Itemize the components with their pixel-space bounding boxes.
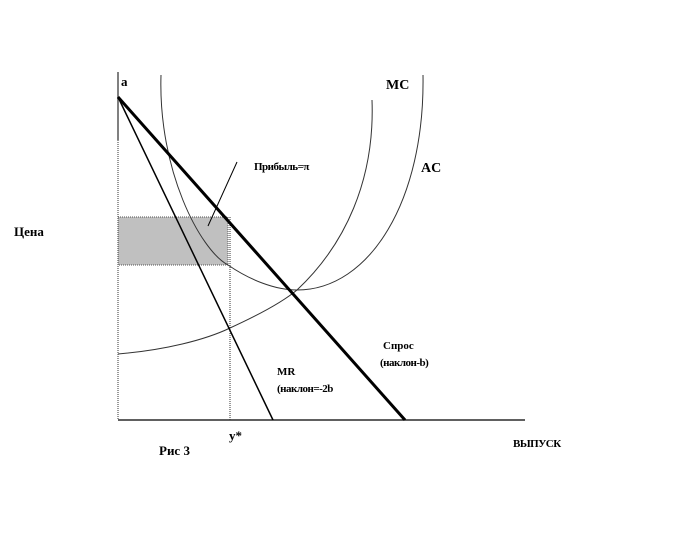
quantity-marker-label: y* — [229, 428, 242, 443]
figure-caption: Рис 3 — [159, 443, 190, 458]
ac-curve — [160, 74, 424, 291]
intercept-label: a — [121, 74, 128, 89]
mr-label-2: (наклон=-2b — [277, 383, 333, 395]
demand-line — [116, 96, 407, 421]
profit-pointer-line — [207, 161, 238, 227]
mc-curve — [117, 99, 373, 355]
mr-label-1: MR — [277, 366, 296, 378]
demand-label-2: (наклон-b) — [380, 357, 429, 369]
mc-label: MC — [386, 78, 409, 93]
ac-label: AC — [421, 161, 441, 176]
y-axis-label: Цена — [14, 224, 44, 239]
x-axis-label: ВЫПУСК — [513, 438, 561, 450]
mr-line — [117, 96, 274, 421]
profit-area — [117, 216, 229, 266]
profit-label: Прибыль=π — [254, 161, 309, 173]
demand-label-1: Спрос — [383, 340, 414, 352]
